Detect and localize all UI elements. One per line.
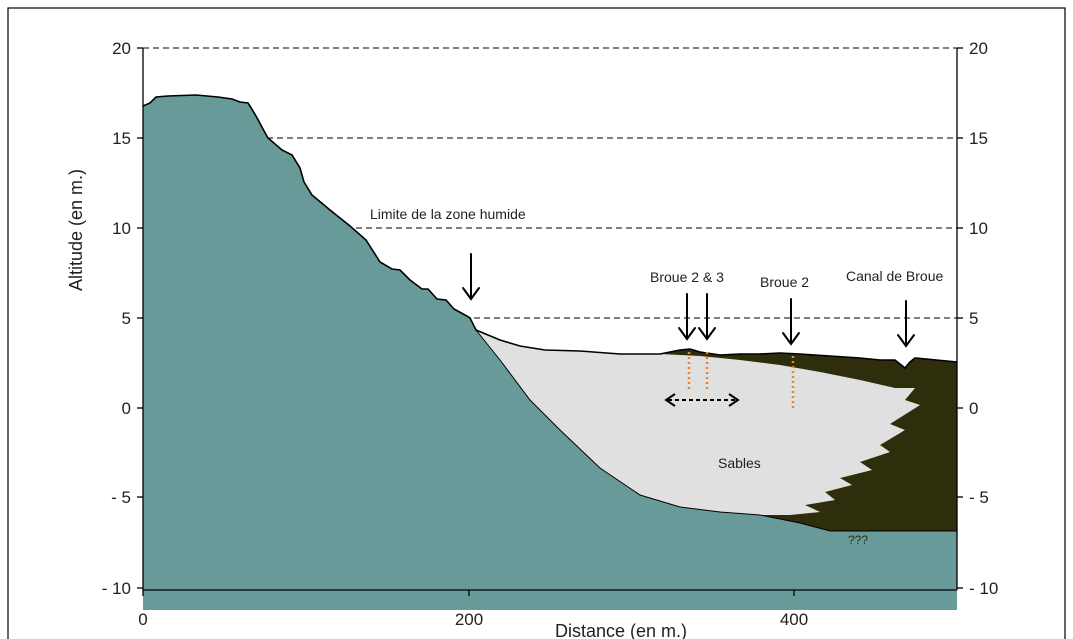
y-tick-label: 5 bbox=[122, 309, 131, 328]
y-tick-label-right: 5 bbox=[969, 309, 978, 328]
x-tick-labels: 0 200 400 bbox=[138, 610, 808, 629]
y-tick-label-right: - 10 bbox=[969, 579, 998, 598]
y-tick-label: 0 bbox=[122, 399, 131, 418]
marsh-clay-layer bbox=[660, 349, 957, 531]
y-axis-title: Altitude (en m.) bbox=[66, 169, 86, 291]
y-tick-label: 10 bbox=[112, 219, 131, 238]
x-tick-label: 0 bbox=[138, 610, 147, 629]
arrow-down-icon bbox=[897, 300, 915, 348]
arrow-left-icon bbox=[664, 393, 676, 407]
figure-border bbox=[7, 7, 1066, 639]
broue-2-3-label: Broue 2 & 3 bbox=[650, 269, 724, 285]
arrow-down-icon bbox=[678, 293, 696, 341]
right-tick-labels: 20 15 10 5 0 - 5 - 10 bbox=[969, 39, 998, 598]
y-tick-label-right: 10 bbox=[969, 219, 988, 238]
y-tick-label: 15 bbox=[112, 129, 131, 148]
y-tick-label-right: 0 bbox=[969, 399, 978, 418]
y-tick-label-right: 20 bbox=[969, 39, 988, 58]
arrow-right-icon bbox=[728, 393, 740, 407]
lateral-migration-arrow bbox=[664, 393, 740, 407]
sables-label: Sables bbox=[718, 455, 761, 471]
boreholes bbox=[687, 352, 795, 408]
broue-2-label: Broue 2 bbox=[760, 274, 809, 290]
unknown-label: ??? bbox=[848, 533, 868, 547]
y-tick-label: 20 bbox=[112, 39, 131, 58]
location-arrows bbox=[462, 253, 915, 348]
arrow-down-icon bbox=[462, 253, 480, 301]
bedrock-sand-contact bbox=[475, 329, 957, 532]
left-tick-labels: 20 15 10 5 0 - 5 - 10 bbox=[102, 39, 131, 598]
axes bbox=[137, 47, 963, 596]
ground-surface-line bbox=[142, 94, 958, 370]
y-tick-label-right: 15 bbox=[969, 129, 988, 148]
arrow-down-icon bbox=[698, 293, 716, 341]
dashed-reference-lines bbox=[143, 47, 957, 319]
canal-label: Canal de Broue bbox=[846, 268, 944, 284]
x-tick-label: 200 bbox=[455, 610, 483, 629]
wetland-limit-label: Limite de la zone humide bbox=[370, 206, 526, 222]
x-tick-label: 400 bbox=[780, 610, 808, 629]
y-tick-label-right: - 5 bbox=[969, 488, 989, 507]
sand-layer bbox=[476, 330, 920, 515]
y-tick-label: - 10 bbox=[102, 579, 131, 598]
y-tick-label: - 5 bbox=[111, 488, 131, 507]
topography-outline bbox=[142, 94, 958, 532]
x-axis-title: Distance (en m.) bbox=[555, 621, 687, 639]
arrow-down-icon bbox=[782, 298, 800, 346]
